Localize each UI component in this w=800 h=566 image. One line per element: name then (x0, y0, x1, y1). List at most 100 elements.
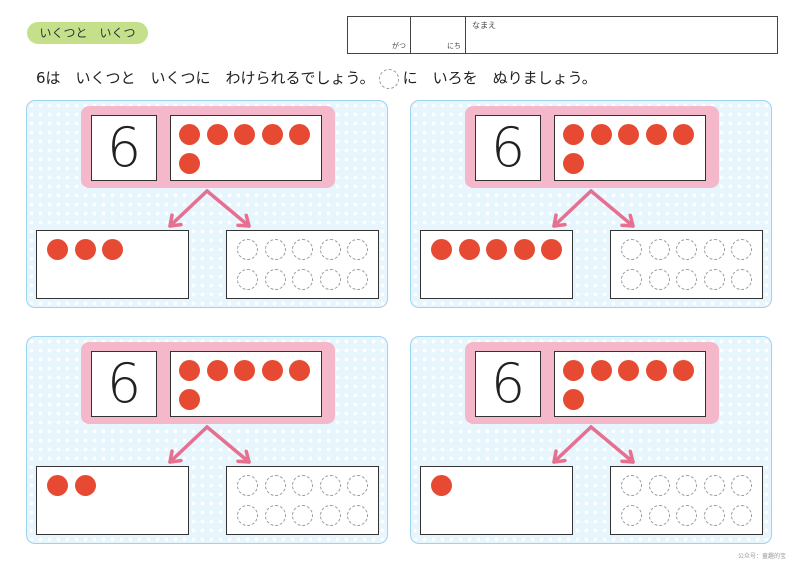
empty-circle-to-color[interactable] (676, 475, 697, 496)
red-dot (102, 239, 123, 260)
empty-circle-to-color[interactable] (319, 239, 341, 260)
total-dots-box (170, 351, 322, 417)
empty-circle-to-color[interactable] (237, 505, 258, 526)
empty-circle-to-color[interactable] (731, 475, 752, 496)
arrow-left (552, 189, 593, 228)
red-dot (513, 239, 535, 260)
arrow-left-head (552, 449, 567, 464)
red-dot (234, 124, 255, 145)
problem-panel-1: 6 (26, 100, 388, 308)
empty-circle-to-color[interactable] (347, 269, 368, 290)
empty-circle-to-color[interactable] (621, 269, 642, 290)
number-card: 6 (465, 106, 719, 188)
empty-circle-to-color[interactable] (676, 239, 697, 260)
red-dot (47, 239, 68, 260)
red-dot (289, 360, 310, 381)
red-dot (289, 124, 310, 145)
empty-circle-to-color[interactable] (703, 475, 725, 496)
day-label: にち (447, 42, 461, 50)
empty-circle-to-color[interactable] (703, 505, 725, 526)
red-dot (261, 124, 283, 145)
left-part-box (36, 230, 189, 299)
instruction-text: 6は いくつと いくつに わけられるでしょう。 に いろを ぬりましょう。 (36, 66, 597, 90)
red-dot (563, 360, 584, 381)
red-dot (179, 124, 200, 145)
empty-circle-to-color[interactable] (264, 505, 286, 526)
empty-circle-to-color[interactable] (703, 269, 725, 290)
number-card: 6 (465, 342, 719, 424)
empty-circle-to-color[interactable] (621, 475, 642, 496)
footer-credit: 公众号：童趣的宝 (737, 553, 786, 560)
problem-panel-4: 6 (410, 336, 772, 544)
arrow-right-head (620, 449, 635, 464)
empty-circle-to-color[interactable] (648, 505, 670, 526)
empty-circle-to-color[interactable] (731, 239, 752, 260)
arrow-right (589, 189, 635, 228)
arrow-left-head (168, 213, 183, 228)
empty-circle-to-color[interactable] (347, 505, 368, 526)
red-dot (618, 124, 639, 145)
empty-circle-to-color[interactable] (703, 239, 725, 260)
right-part-box (610, 466, 763, 535)
red-dot (206, 124, 228, 145)
instruction-before: 6は いくつと いくつに わけられるでしょう。 (36, 69, 375, 87)
arrow-right-head (236, 213, 251, 228)
number-box: 6 (91, 115, 157, 181)
arrow-right-head (620, 213, 635, 228)
empty-circle-to-color[interactable] (292, 239, 313, 260)
left-part-box (420, 230, 573, 299)
right-part-box (226, 230, 379, 299)
empty-circle-to-color[interactable] (319, 475, 341, 496)
dashed-circle-icon (378, 68, 399, 89)
total-dots-box (554, 115, 706, 181)
empty-circle-to-color[interactable] (676, 269, 697, 290)
empty-circle-to-color[interactable] (237, 239, 258, 260)
empty-circle-to-color[interactable] (264, 239, 286, 260)
number-card: 6 (81, 106, 335, 188)
empty-circle-to-color[interactable] (292, 269, 313, 290)
instruction-after: に いろを ぬりましょう。 (402, 69, 597, 87)
empty-circle-to-color[interactable] (648, 475, 670, 496)
red-dot (590, 124, 612, 145)
red-dot (563, 124, 584, 145)
empty-circle-to-color[interactable] (347, 475, 368, 496)
empty-circle-to-color[interactable] (237, 269, 258, 290)
month-label: がつ (392, 42, 406, 50)
empty-circle-to-color[interactable] (319, 505, 341, 526)
empty-circle-to-color[interactable] (292, 505, 313, 526)
red-dot (618, 360, 639, 381)
worksheet-title: いくつと いくつ (27, 22, 148, 44)
empty-circle-to-color[interactable] (347, 239, 368, 260)
problem-panel-3: 6 (26, 336, 388, 544)
day-cell[interactable]: にち (411, 17, 466, 53)
red-dot (74, 475, 96, 496)
empty-circle-to-color[interactable] (621, 505, 642, 526)
empty-circle-to-color[interactable] (264, 269, 286, 290)
number-box: 6 (91, 351, 157, 417)
empty-circle-to-color[interactable] (292, 475, 313, 496)
red-dot (563, 389, 584, 410)
empty-circle-to-color[interactable] (731, 505, 752, 526)
red-dot (179, 153, 200, 174)
arrow-left (552, 425, 593, 464)
arrow-right (205, 425, 251, 464)
red-dot (261, 360, 283, 381)
arrow-left (168, 425, 209, 464)
arrow-left-head (552, 213, 567, 228)
empty-circle-to-color[interactable] (264, 475, 286, 496)
empty-circle-to-color[interactable] (237, 475, 258, 496)
empty-circle-to-color[interactable] (648, 239, 670, 260)
arrow-right (589, 425, 635, 464)
empty-circle-to-color[interactable] (319, 269, 341, 290)
right-part-box (610, 230, 763, 299)
empty-circle-to-color[interactable] (731, 269, 752, 290)
empty-circle-to-color[interactable] (621, 239, 642, 260)
empty-circle-to-color[interactable] (648, 269, 670, 290)
month-cell[interactable]: がつ (348, 17, 411, 53)
red-dot (179, 389, 200, 410)
red-dot (179, 360, 200, 381)
red-dot (234, 360, 255, 381)
empty-circle-to-color[interactable] (676, 505, 697, 526)
red-dot (431, 475, 452, 496)
number-box: 6 (475, 351, 541, 417)
